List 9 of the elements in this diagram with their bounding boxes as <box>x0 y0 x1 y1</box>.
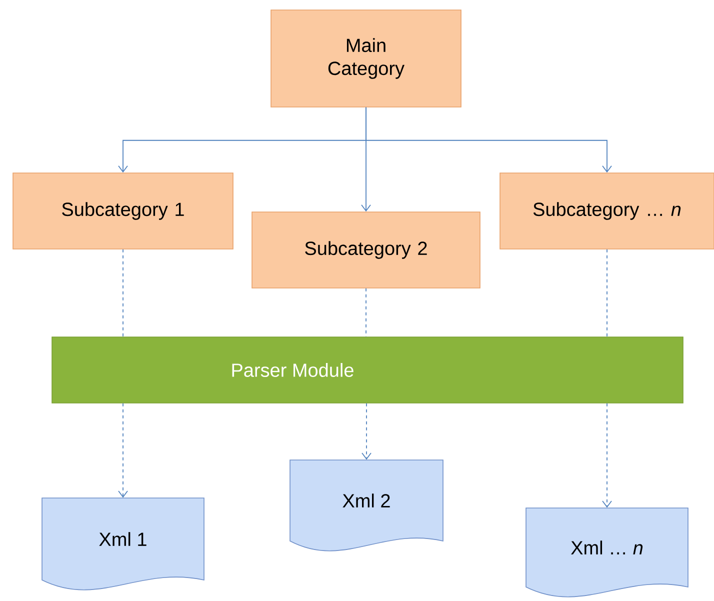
arrow <box>366 106 612 173</box>
category-box: Subcategory 1 <box>12 172 234 250</box>
arrow <box>362 402 372 460</box>
category-box: Subcategory 2 <box>252 212 480 288</box>
parser-bar: Parser Module <box>52 336 684 404</box>
category-box: Main Category <box>270 10 462 108</box>
arrow <box>118 402 128 498</box>
category-box: Subcategory … n <box>500 172 714 250</box>
arrow <box>602 402 612 508</box>
